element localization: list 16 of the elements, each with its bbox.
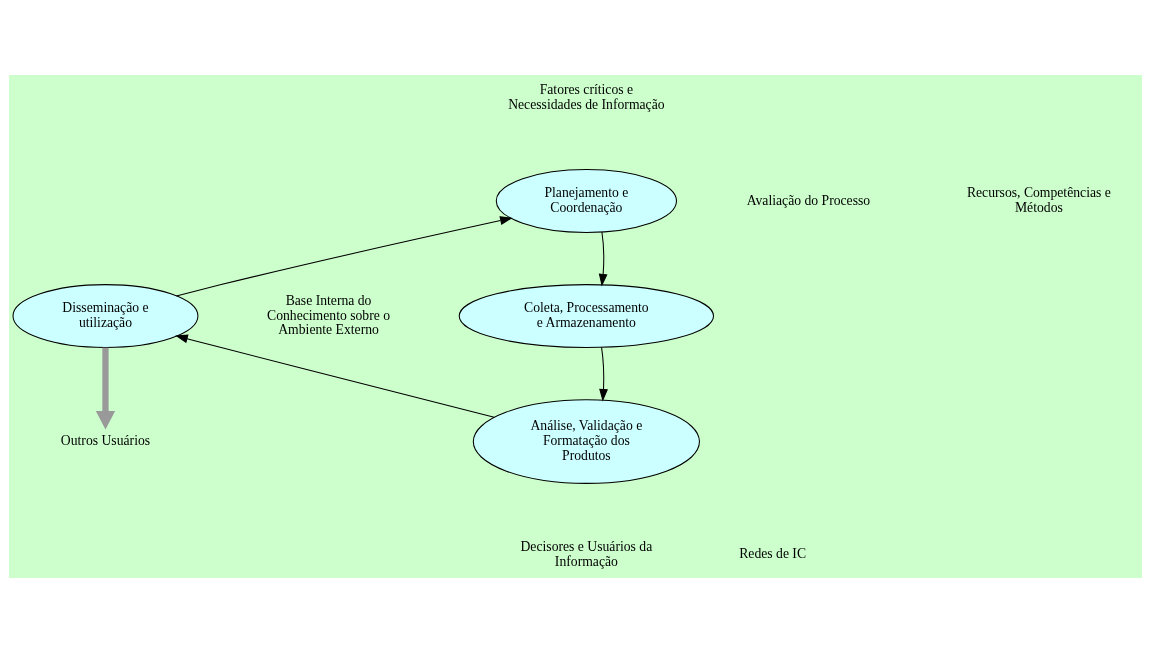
arrow — [175, 215, 513, 296]
label: Recursos, Competências e Métodos — [966, 184, 1111, 215]
label: Base Interna do Conhecimento sobre o Ambiente Externo — [267, 292, 391, 337]
label: Fatores críticos e Necessidades de Informação — [508, 81, 665, 112]
node-ellipse: Coleta, Processamento e Armazenamento — [458, 283, 715, 348]
node-ellipse: Disseminação e utilização — [12, 283, 199, 348]
node-ellipse: Análise, Validação e Formatação dos Produtos — [472, 398, 700, 484]
node-ellipse: Planejamento e Coordenação — [495, 168, 677, 233]
arrow — [95, 347, 116, 429]
label: Avaliação do Processo — [746, 192, 871, 208]
arrow — [175, 334, 495, 418]
arrow — [598, 231, 608, 286]
label: Redes de IC — [739, 545, 807, 561]
arrow — [599, 346, 608, 402]
label: Decisores e Usuários da Informação — [520, 538, 653, 569]
node-text: Outros Usuários — [60, 432, 151, 448]
